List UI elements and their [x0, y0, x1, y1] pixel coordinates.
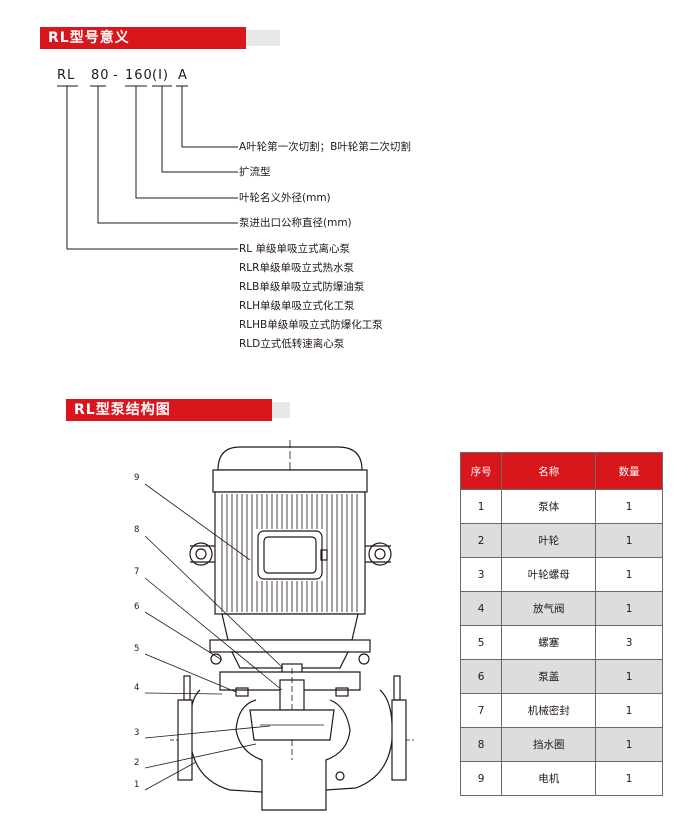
series-rlh: RLH单级单吸立式化工泵 — [239, 300, 355, 312]
callout-7: 7 — [134, 567, 139, 577]
cell-name: 叶轮螺母 — [501, 557, 597, 592]
cell-name: 叶轮 — [501, 523, 597, 558]
series-rlb: RLB单级单吸立式防爆油泵 — [239, 281, 365, 293]
callout-3: 3 — [134, 728, 139, 738]
section-title: RL型泵结构图 — [74, 402, 171, 418]
cell-no: 4 — [459, 591, 503, 626]
desc-cut: A叶轮第一次切割；B叶轮第二次切割 — [239, 141, 411, 153]
callout-4: 4 — [134, 683, 139, 693]
cell-qty: 1 — [595, 761, 663, 796]
cell-qty: 1 — [595, 591, 663, 626]
header-qty: 数量 — [595, 452, 663, 490]
cell-name: 泵盖 — [501, 659, 597, 694]
model-part-impeller: 160 — [125, 68, 153, 83]
series-rlr: RLR单级单吸立式热水泵 — [239, 262, 354, 274]
cell-qty: 1 — [595, 523, 663, 558]
cell-name: 螺塞 — [501, 625, 597, 660]
table-header-row: 序号 名称 数量 — [459, 452, 663, 490]
section-title: RL型号意义 — [48, 30, 130, 46]
cell-name: 机械密封 — [501, 693, 597, 728]
section-header-structure: RL型泵结构图 — [66, 399, 290, 421]
series-rld: RLD立式低转速离心泵 — [239, 338, 345, 350]
cell-name: 电机 — [501, 761, 597, 796]
callout-8: 8 — [134, 525, 139, 535]
cell-name: 泵体 — [501, 489, 597, 524]
cell-name: 放气阀 — [501, 591, 597, 626]
header-name: 名称 — [501, 452, 597, 490]
pump-structure-drawing: 9 8 7 6 5 4 3 2 1 — [134, 440, 414, 811]
header-no: 序号 — [459, 452, 503, 490]
cell-qty: 1 — [595, 489, 663, 524]
model-part-cut: A — [178, 68, 188, 83]
cell-qty: 1 — [595, 693, 663, 728]
section-header-model-meaning: RL型号意义 — [40, 27, 280, 49]
model-code-diagram: RL 80 - 160 (I) A — [57, 68, 238, 250]
callout-6: 6 — [134, 602, 139, 612]
callout-2: 2 — [134, 758, 139, 768]
cell-qty: 1 — [595, 727, 663, 762]
desc-impeller-diameter: 叶轮名义外径(mm) — [239, 192, 331, 204]
cell-qty: 1 — [595, 557, 663, 592]
callout-9: 9 — [134, 473, 139, 483]
model-part-dash: - — [113, 68, 119, 83]
desc-flow: 扩流型 — [239, 166, 271, 178]
series-rlhb: RLHB单级单吸立式防爆化工泵 — [239, 319, 383, 331]
callout-5: 5 — [134, 644, 139, 654]
model-part-series: RL — [57, 68, 75, 83]
cell-no: 9 — [459, 761, 503, 796]
cell-qty: 1 — [595, 659, 663, 694]
cell-name: 挡水圈 — [501, 727, 597, 762]
cell-no: 2 — [459, 523, 503, 558]
cell-no: 8 — [459, 727, 503, 762]
cell-no: 6 — [459, 659, 503, 694]
cell-no: 5 — [459, 625, 503, 660]
series-rl: RL 单级单吸立式离心泵 — [239, 243, 350, 255]
cell-no: 1 — [459, 489, 503, 524]
cell-no: 7 — [459, 693, 503, 728]
model-part-diameter: 80 — [91, 68, 110, 83]
callout-1: 1 — [134, 780, 139, 790]
model-part-flow: (I) — [152, 68, 169, 83]
desc-nominal-diameter: 泵进出口公称直径(mm) — [239, 217, 352, 229]
cell-no: 3 — [459, 557, 503, 592]
cell-qty: 3 — [595, 625, 663, 660]
